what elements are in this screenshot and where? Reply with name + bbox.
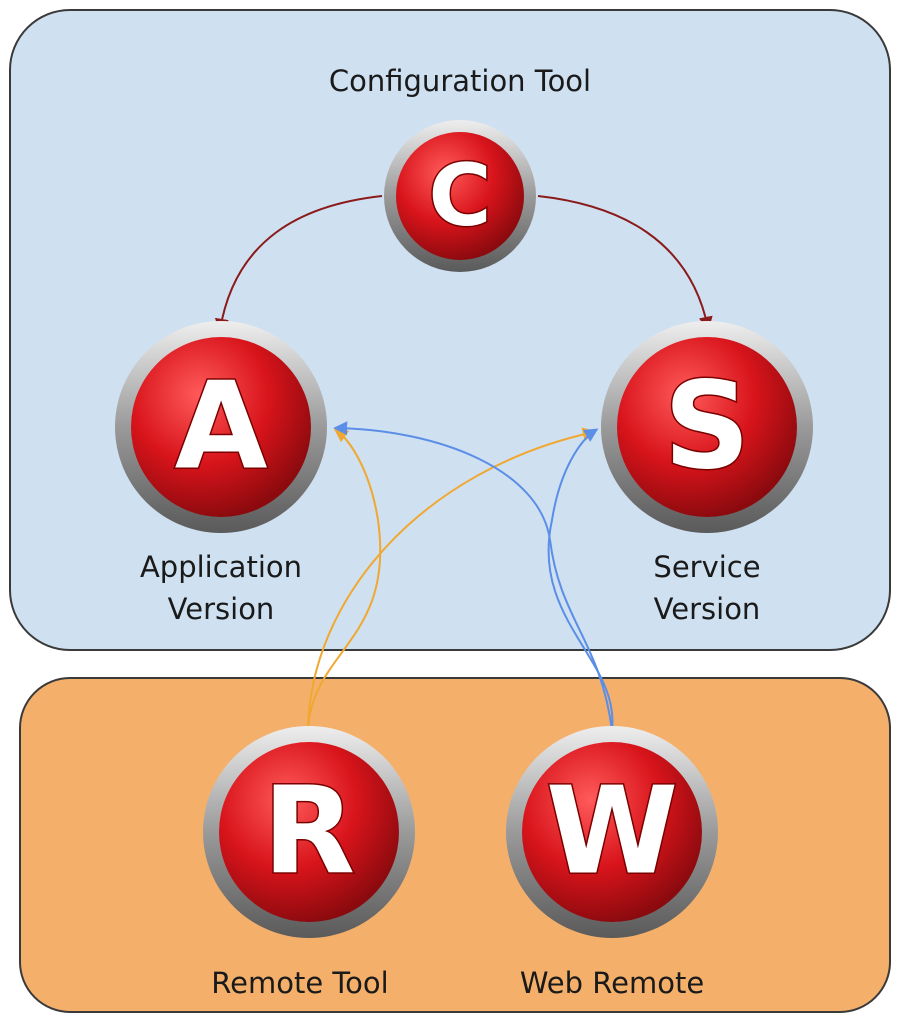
application-badge-icon: A — [115, 321, 327, 533]
config-label: Configuration Tool — [329, 64, 591, 98]
config-node: Configuration Tool C — [329, 64, 591, 272]
remote-panel — [19, 677, 891, 1013]
arrow-remote-tool-to-application — [307, 428, 382, 731]
config-badge-icon: C — [384, 120, 536, 272]
web-remote-badge-icon: W — [506, 726, 718, 938]
application-label-line2: Version — [168, 592, 275, 626]
service-label-line2: Version — [654, 592, 761, 626]
application-node: A Application Version — [115, 321, 327, 626]
arrow-config-to-application — [214, 195, 383, 333]
arrow-config-to-service — [537, 195, 713, 331]
arrow-remote-tool-to-service — [307, 427, 597, 731]
web-remote-badge-letter: W — [546, 763, 678, 902]
service-badge-letter: S — [664, 358, 750, 497]
service-node: S Service Version — [601, 321, 813, 626]
config-badge-letter: C — [428, 146, 491, 246]
remote-tool-node: R Remote Tool — [203, 726, 415, 1000]
web-remote-label: Web Remote — [520, 966, 704, 1000]
service-badge-icon: S — [601, 321, 813, 533]
remote-tool-badge-letter: R — [263, 763, 355, 902]
web-remote-node: W Web Remote — [506, 726, 718, 1000]
service-label-line1: Service — [653, 550, 760, 584]
application-badge-letter: A — [175, 358, 268, 497]
remote-tool-badge-icon: R — [203, 726, 415, 938]
application-label-line1: Application — [140, 550, 302, 584]
arrow-web-remote-to-service — [547, 428, 614, 731]
remote-tool-label: Remote Tool — [211, 966, 388, 1000]
